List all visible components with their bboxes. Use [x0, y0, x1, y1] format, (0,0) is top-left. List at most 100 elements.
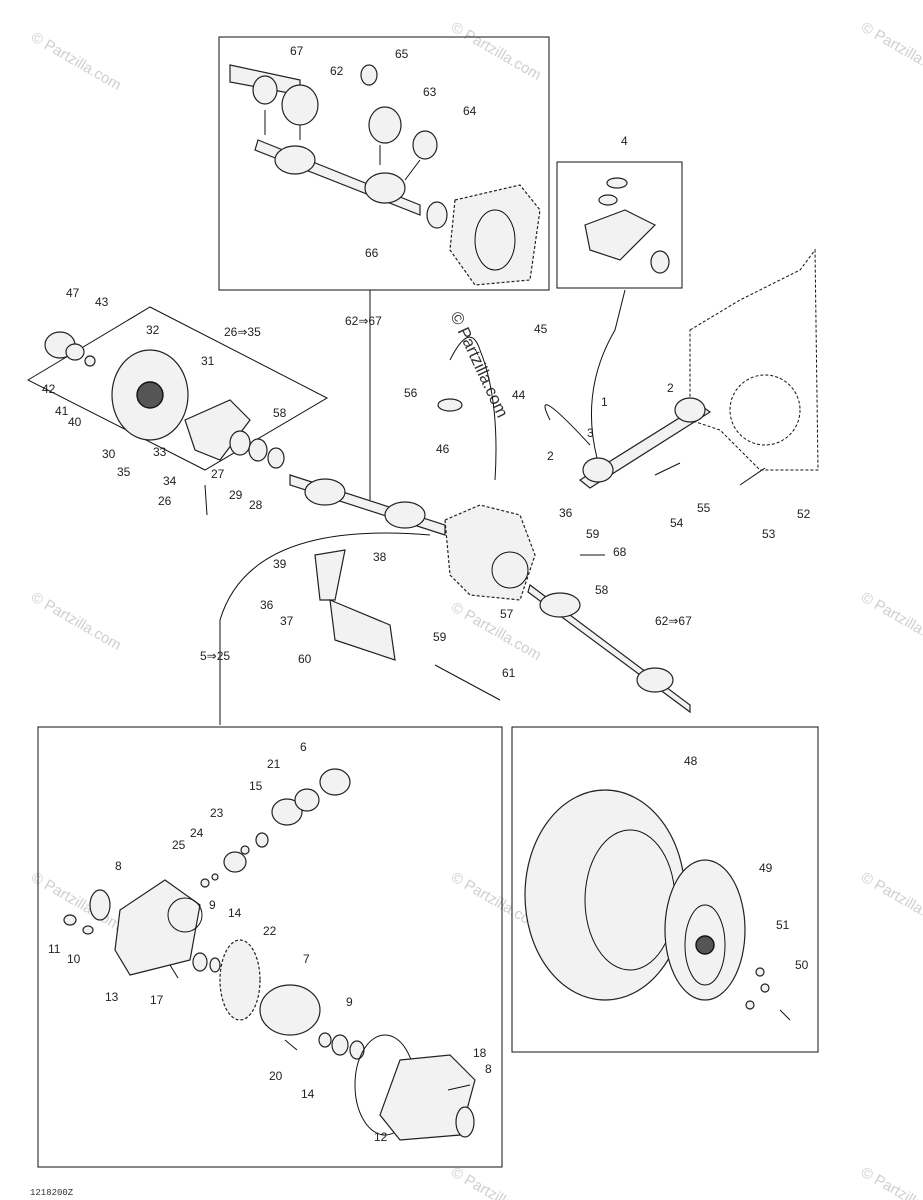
wheel-assembly	[524, 789, 791, 1021]
watermark: © Partzilla.com	[858, 589, 923, 654]
callout: 15	[249, 779, 263, 793]
callout: 61	[502, 666, 516, 680]
callout: 54	[670, 516, 684, 530]
callout: 27	[211, 467, 225, 481]
callout: 48	[684, 754, 698, 768]
callout: 39	[273, 557, 287, 571]
callout: 59	[433, 630, 447, 644]
callout: 45	[534, 322, 548, 336]
bolt-53	[739, 467, 766, 486]
callout: 37	[280, 614, 294, 628]
watermark: © Partzilla.com	[858, 1164, 923, 1200]
callout: 28	[249, 498, 263, 512]
callout: 43	[95, 295, 109, 309]
callout: 3	[587, 426, 594, 440]
callout: 31	[201, 354, 215, 368]
callout: 65	[395, 47, 409, 61]
frame-differential-box	[37, 726, 503, 1168]
callout: 64	[463, 104, 477, 118]
range-label-top: 62⇒67	[345, 314, 382, 328]
callout: 32	[146, 323, 160, 337]
callout: 21	[267, 757, 281, 771]
callout: 30	[102, 447, 116, 461]
callout: 9	[209, 898, 216, 912]
coupler-assembly	[584, 177, 670, 274]
callout: 17	[150, 993, 164, 1007]
callout: 11	[48, 942, 61, 956]
u-joint-front	[582, 457, 614, 483]
differential-housing	[444, 504, 536, 601]
u-joint-rear	[674, 397, 706, 423]
callout: 34	[163, 474, 177, 488]
callout: 57	[500, 607, 514, 621]
callout: 41	[55, 404, 69, 418]
bolt-61	[434, 664, 501, 701]
callout: 29	[229, 488, 243, 502]
callout: 8	[115, 859, 122, 873]
watermark: © Partzilla.com	[858, 19, 923, 84]
frame-coupler-box	[556, 161, 683, 289]
frame-wheel-box	[511, 726, 819, 1053]
callout: 66	[365, 246, 379, 260]
frame-top-shaft-box	[218, 36, 550, 291]
callout: 2	[547, 449, 554, 463]
callout: 62	[330, 64, 344, 78]
callout: 8	[485, 1062, 492, 1076]
callout: 50	[795, 958, 809, 972]
left-boot	[304, 478, 346, 506]
watermark: © Partzilla.com	[448, 599, 544, 664]
callout-labels: 1 2 2 3 4 6 7 8 8 9 9 10 11 12 13 14 14 …	[42, 44, 811, 1144]
callout: 26	[158, 494, 172, 508]
callout: 53	[762, 527, 776, 541]
callout: 58	[595, 583, 609, 597]
callout: 51	[776, 918, 790, 932]
callout: 12	[374, 1130, 388, 1144]
engine-outline	[689, 248, 819, 471]
callout: 67	[290, 44, 304, 58]
connector-lines	[219, 289, 626, 725]
callout: 55	[697, 501, 711, 515]
callout: 36	[260, 598, 274, 612]
watermark: © Partzilla.com	[28, 29, 124, 94]
callout: 58	[273, 406, 287, 420]
callout: 52	[797, 507, 811, 521]
callout: 9	[346, 995, 353, 1009]
callout: 33	[153, 445, 167, 459]
callout: 68	[613, 545, 627, 559]
range-label-right-shaft: 62⇒67	[655, 614, 692, 628]
callout: 18	[473, 1046, 487, 1060]
callout: 35	[117, 465, 131, 479]
watermark: © Partzilla.com	[28, 589, 124, 654]
callout: 2	[667, 381, 674, 395]
callout: 4	[621, 134, 628, 148]
callout: 6	[300, 740, 307, 754]
wire-harness	[449, 336, 497, 481]
callout: 56	[404, 386, 418, 400]
callout: 42	[42, 382, 56, 396]
hub-assembly	[44, 331, 285, 516]
callout: 22	[263, 924, 277, 938]
callout: 44	[512, 388, 526, 402]
callout: 13	[105, 990, 119, 1004]
differential-assembly	[63, 768, 476, 1141]
callout: 46	[436, 442, 450, 456]
callout: 14	[228, 906, 242, 920]
callout: 59	[586, 527, 600, 541]
engine-cover	[729, 374, 801, 446]
callout: 36	[559, 506, 573, 520]
callout: 38	[373, 550, 387, 564]
range-labels: 62⇒67 26⇒35 5⇒25 62⇒67	[200, 314, 692, 663]
watermark: © Partzilla.com	[448, 1164, 544, 1200]
clamp-56	[437, 398, 463, 412]
diagram-code: 1218200Z	[30, 1188, 74, 1198]
diff-cover	[491, 551, 529, 589]
callout: 63	[423, 85, 437, 99]
plate-60	[329, 599, 396, 661]
callout: 40	[68, 415, 82, 429]
callout: 49	[759, 861, 773, 875]
watermark: © Partzilla.com	[858, 869, 923, 934]
range-label-hub: 26⇒35	[224, 325, 261, 339]
range-label-diff: 5⇒25	[200, 649, 230, 663]
callout: 25	[172, 838, 186, 852]
